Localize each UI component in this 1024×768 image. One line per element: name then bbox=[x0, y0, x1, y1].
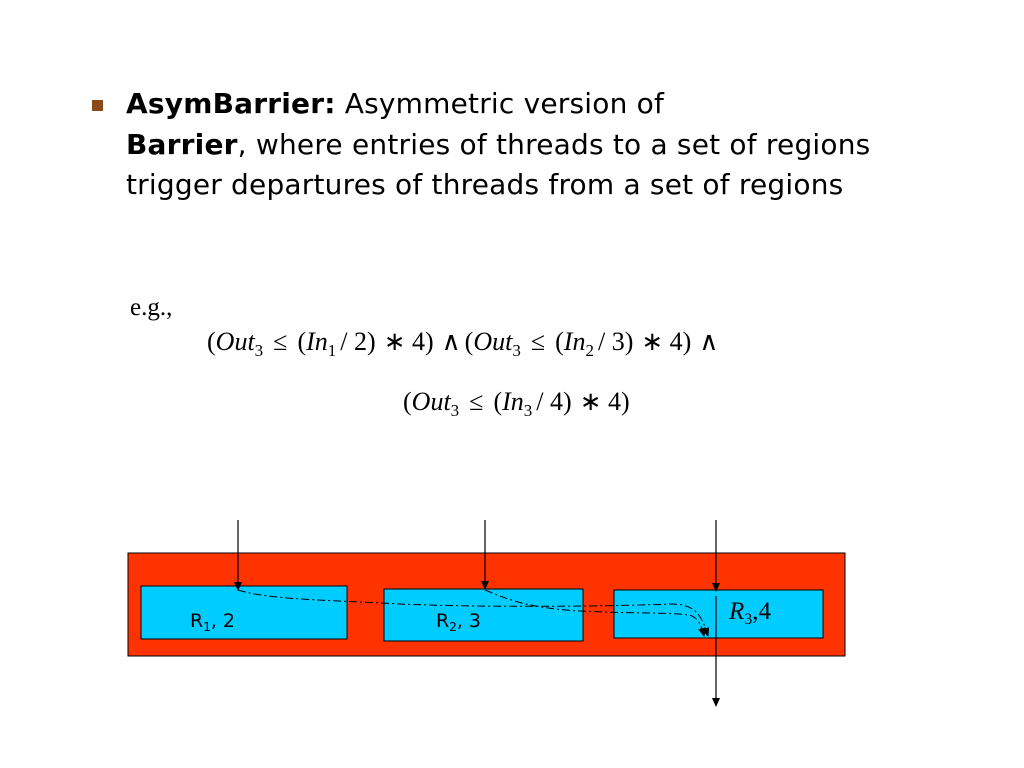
bullet-square-icon bbox=[92, 100, 103, 111]
bullet-text: AsymBarrier: Asymmetric version of Barrie… bbox=[126, 84, 906, 206]
region-box-r3 bbox=[613, 589, 824, 639]
out-subscript: 3 bbox=[450, 401, 460, 420]
region-label-r2: R2, 3 bbox=[436, 610, 482, 634]
region-box-r1 bbox=[140, 585, 348, 640]
in-subscript: 2 bbox=[585, 341, 594, 360]
out-var: Out bbox=[411, 387, 451, 416]
region-subscript: 2 bbox=[449, 620, 457, 634]
formula-line-1: (Out3≤(In1/ 2)∗ 4)∧(Out3≤(In2/ 3)∗ 4)∧ bbox=[207, 327, 722, 360]
out-subscript: 3 bbox=[512, 341, 521, 360]
term-asymbarrier: AsymBarrier: bbox=[126, 87, 336, 120]
region-label-r3: R3,4 bbox=[729, 598, 772, 628]
region-name: R bbox=[729, 598, 745, 625]
region-subscript: 3 bbox=[744, 611, 753, 628]
trigger-path-2 bbox=[484, 589, 706, 637]
region-box-r2 bbox=[383, 588, 584, 642]
in-subscript: 3 bbox=[523, 401, 533, 420]
example-label: e.g., bbox=[130, 294, 173, 321]
formula-line-2: (Out3≤(In3/ 4)∗ 4) bbox=[403, 387, 634, 420]
description-text: , where entries of threads to a set of r… bbox=[126, 127, 871, 202]
div-term: / 4) bbox=[536, 387, 572, 416]
region-name: R bbox=[436, 610, 450, 632]
region-count: , 2 bbox=[210, 610, 236, 632]
region-name: R bbox=[190, 610, 204, 632]
and-symbol: ∧ bbox=[699, 327, 719, 356]
mul-term: ∗ 4) bbox=[383, 327, 434, 356]
leq-symbol: ≤ bbox=[273, 327, 288, 356]
and-symbol: ∧ bbox=[441, 327, 461, 356]
leq-symbol: ≤ bbox=[530, 327, 546, 356]
region-label-r1: R1, 2 bbox=[190, 610, 236, 634]
in-var: In bbox=[563, 327, 586, 356]
intro-text: Asymmetric version of bbox=[335, 87, 665, 120]
div-term: / 2) bbox=[340, 327, 376, 356]
in-var: In bbox=[502, 387, 524, 416]
in-subscript: 1 bbox=[327, 341, 337, 360]
div-term: / 3) bbox=[597, 327, 634, 356]
out-var: Out bbox=[215, 327, 255, 356]
trigger-path-1 bbox=[237, 589, 710, 637]
region-count: ,4 bbox=[752, 598, 772, 625]
out-var: Out bbox=[473, 327, 513, 356]
mul-term: ∗ 4) bbox=[641, 327, 692, 356]
out-subscript: 3 bbox=[254, 341, 264, 360]
in-var: In bbox=[306, 327, 328, 356]
leq-symbol: ≤ bbox=[469, 387, 484, 416]
region-subscript: 1 bbox=[203, 620, 211, 634]
mul-term: ∗ 4) bbox=[579, 387, 630, 416]
region-count: , 3 bbox=[456, 610, 482, 632]
term-barrier: Barrier bbox=[126, 127, 238, 161]
